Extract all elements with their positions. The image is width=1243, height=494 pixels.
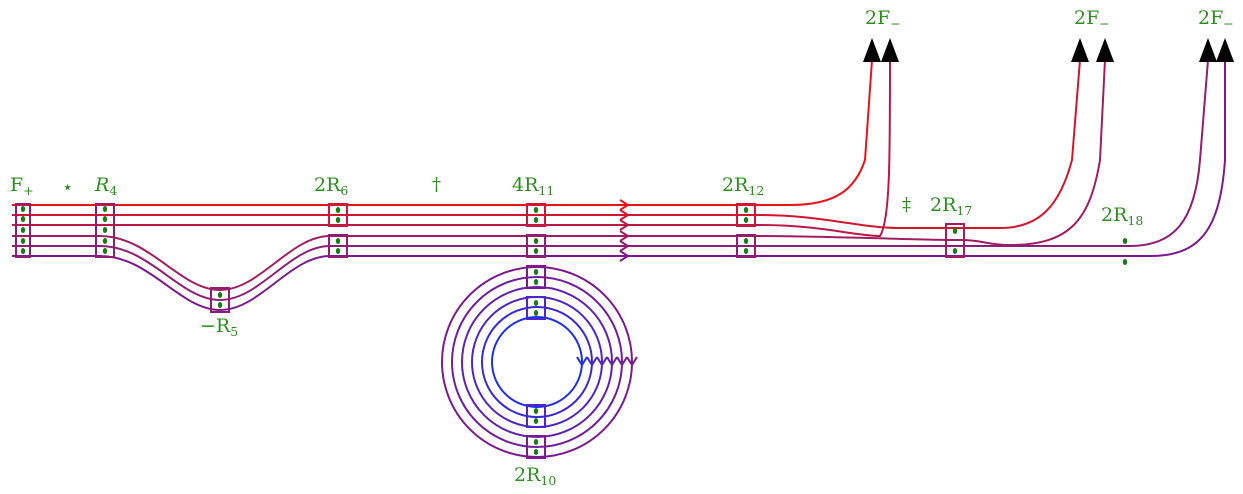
strand-1	[12, 59, 873, 206]
strand-3	[12, 59, 891, 238]
vertex-boxes	[15, 203, 965, 313]
loop-vertex-bottom-outer	[526, 435, 546, 459]
label-r17: 2R17	[930, 194, 972, 218]
strand-arrows	[619, 199, 630, 262]
vertex-r12-bottom	[736, 234, 756, 258]
label-r10: 2R10	[514, 464, 556, 488]
vertex-r6-top	[328, 203, 348, 227]
symbol-star: ⋆	[62, 177, 73, 198]
label-output-1: 2F−	[865, 7, 901, 31]
loop-circles	[441, 265, 633, 459]
symbol-double-dagger: ‡	[902, 194, 911, 215]
vertex-r17	[945, 223, 965, 258]
arrowhead-icon	[863, 38, 881, 62]
strand-4	[12, 59, 1106, 292]
label-r11: 4R11	[512, 174, 554, 198]
loop-arrows	[576, 356, 638, 367]
label-r12: 2R12	[722, 174, 764, 198]
arrowhead-icon	[1071, 38, 1089, 62]
label-f-plus: F+	[10, 174, 34, 198]
label-r5: −R5	[200, 315, 238, 339]
vertex-r5	[210, 287, 230, 313]
arrowhead-icon	[1216, 38, 1234, 62]
strand-6	[12, 60, 1226, 312]
label-output-3: 2F−	[1198, 7, 1234, 31]
vertex-dots	[20, 206, 1128, 455]
label-r6: 2R6	[314, 174, 348, 198]
arrowhead-icon	[881, 38, 899, 62]
main-strands	[12, 59, 1226, 312]
strand-2	[12, 59, 1081, 229]
strand-5	[12, 59, 1209, 302]
symbol-dagger: †	[432, 174, 441, 195]
arrowhead-icon	[1199, 38, 1217, 62]
vertex-r11-bottom	[526, 234, 546, 258]
loop-vertex-bottom-inner	[526, 404, 546, 428]
vertex-r6-bottom	[328, 234, 348, 258]
label-r18: 2R18	[1101, 204, 1143, 228]
label-output-2: 2F−	[1074, 7, 1110, 31]
output-arrowheads	[863, 38, 1234, 62]
vertex-f-plus	[15, 203, 31, 258]
labels: F+ ⋆ R4 −R5 2R6 † 4R11 2R12 ‡ 2R17 2R18 …	[10, 7, 1234, 488]
arrowhead-icon	[1096, 38, 1114, 62]
loop-vertex-top-outer	[526, 265, 546, 289]
vertex-r4	[95, 203, 115, 258]
label-r4: R4	[94, 174, 117, 198]
vertex-r11-top	[526, 203, 546, 227]
vertex-r12-top	[736, 203, 756, 227]
loop-vertex-top-inner	[526, 296, 546, 320]
